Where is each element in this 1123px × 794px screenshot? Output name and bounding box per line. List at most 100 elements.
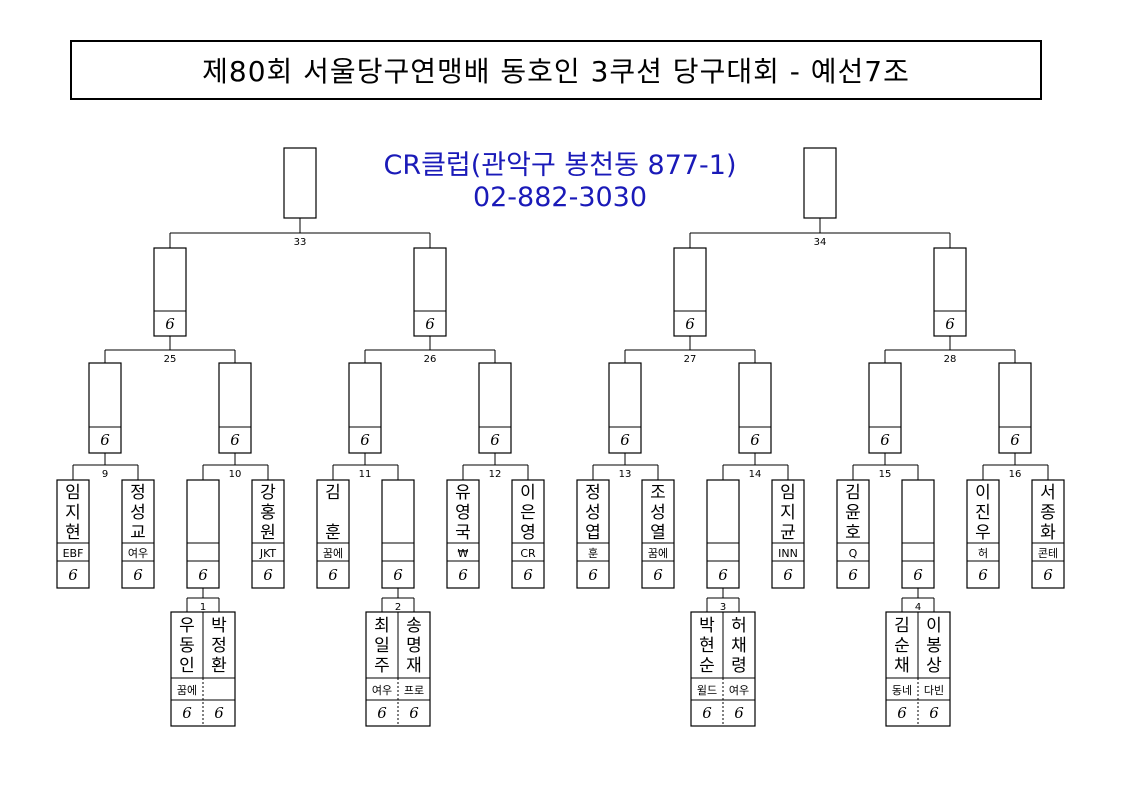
player-box <box>836 479 870 589</box>
player-name: 이 <box>520 483 536 503</box>
match-number: 27 <box>684 354 697 365</box>
player-club: 프로 <box>404 684 424 697</box>
player-name: 우 <box>179 616 195 636</box>
score-mark: 6 <box>945 315 955 333</box>
player-club: 여우 <box>372 684 392 697</box>
player-name: 교 <box>130 523 146 543</box>
player-club: 훈 <box>588 547 598 560</box>
score-mark: 6 <box>897 704 907 722</box>
score-mark: 6 <box>718 566 728 584</box>
player-club: 콘테 <box>1038 547 1058 560</box>
score-mark: 6 <box>848 566 858 584</box>
match-number: 12 <box>489 469 502 480</box>
player-name: 인 <box>179 656 195 676</box>
player-name: 일 <box>374 636 390 656</box>
player-club: 동네 <box>892 684 912 697</box>
score-mark: 6 <box>929 704 939 722</box>
player-box <box>771 479 805 589</box>
score-mark: 6 <box>230 431 240 449</box>
player-name: 종 <box>1040 503 1056 523</box>
player-name: 호 <box>845 523 861 543</box>
player-club: 여우 <box>729 684 749 697</box>
player-name: 정 <box>585 483 601 503</box>
player-name: 성 <box>585 503 601 523</box>
finalist-box <box>803 147 837 219</box>
player-name: 봉 <box>926 636 942 656</box>
player-name: 진 <box>975 503 991 523</box>
player-name: 화 <box>1040 523 1056 543</box>
player-name: 재 <box>406 656 422 676</box>
player-club: INN <box>778 547 798 560</box>
match-number: 11 <box>359 469 372 480</box>
player-box <box>576 479 610 589</box>
score-mark: 6 <box>880 431 890 449</box>
match-number: 4 <box>915 602 921 613</box>
player-name: 채 <box>731 636 747 656</box>
match-number: 13 <box>619 469 632 480</box>
player-name: 정 <box>130 483 146 503</box>
score-mark: 6 <box>182 704 192 722</box>
score-mark: 6 <box>214 704 224 722</box>
tournament-title: 제80회 서울당구연맹배 동호인 3쿠션 당구대회 - 예선7조 <box>70 40 1042 100</box>
player-name: 주 <box>374 656 390 676</box>
player-name: 조 <box>650 483 666 503</box>
player-name: 영 <box>455 503 471 523</box>
player-name: 강 <box>260 483 276 503</box>
venue-address: CR클럽(관악구 봉천동 877-1) <box>383 150 737 181</box>
score-mark: 6 <box>783 566 793 584</box>
player-box <box>1031 479 1065 589</box>
player-club: 여우 <box>128 547 148 560</box>
player-club: 다빈 <box>924 684 944 697</box>
player-name: 성 <box>650 503 666 523</box>
player-name: 령 <box>731 656 747 676</box>
match-number: 1 <box>200 602 206 613</box>
player-name: 상 <box>926 656 942 676</box>
player-club: 꿈에 <box>323 547 343 560</box>
player-name: 허 <box>731 616 747 636</box>
score-mark: 6 <box>620 431 630 449</box>
player-name: 채 <box>894 656 910 676</box>
score-mark: 6 <box>409 704 419 722</box>
score-mark: 6 <box>588 566 598 584</box>
player-box <box>316 479 350 589</box>
player-club: 꿈에 <box>648 547 668 560</box>
match-number: 28 <box>944 354 957 365</box>
score-mark: 6 <box>263 566 273 584</box>
match-number: 25 <box>164 354 177 365</box>
player-name: 환 <box>211 656 227 676</box>
score-mark: 6 <box>328 566 338 584</box>
score-mark: 6 <box>100 431 110 449</box>
player-name: 서 <box>1040 483 1056 503</box>
player-box <box>56 479 90 589</box>
venue-phone: 02-882-3030 <box>472 182 648 213</box>
match-number: 33 <box>294 237 307 248</box>
score-mark: 6 <box>425 315 435 333</box>
match-number: 10 <box>229 469 242 480</box>
score-mark: 6 <box>133 566 143 584</box>
player-name: 이 <box>926 616 942 636</box>
player-name: 김 <box>845 483 861 503</box>
player-name: 김 <box>325 483 341 503</box>
player-name: 은 <box>520 503 536 523</box>
player-club: Q <box>849 547 858 560</box>
player-name: 엽 <box>585 523 601 543</box>
match-number: 34 <box>814 237 827 248</box>
match-number: 9 <box>102 469 108 480</box>
score-mark: 6 <box>1043 566 1053 584</box>
player-name: 이 <box>975 483 991 503</box>
player-box <box>251 479 285 589</box>
score-mark: 6 <box>523 566 533 584</box>
score-mark: 6 <box>685 315 695 333</box>
score-mark: 6 <box>978 566 988 584</box>
score-mark: 6 <box>1010 431 1020 449</box>
score-mark: 6 <box>198 566 208 584</box>
score-mark: 6 <box>750 431 760 449</box>
finalist-box <box>283 147 317 219</box>
player-name: 유 <box>455 483 471 503</box>
player-name: 최 <box>374 616 390 636</box>
score-mark: 6 <box>913 566 923 584</box>
score-mark: 6 <box>360 431 370 449</box>
player-name: 성 <box>130 503 146 523</box>
player-box <box>641 479 675 589</box>
score-mark: 6 <box>68 566 78 584</box>
